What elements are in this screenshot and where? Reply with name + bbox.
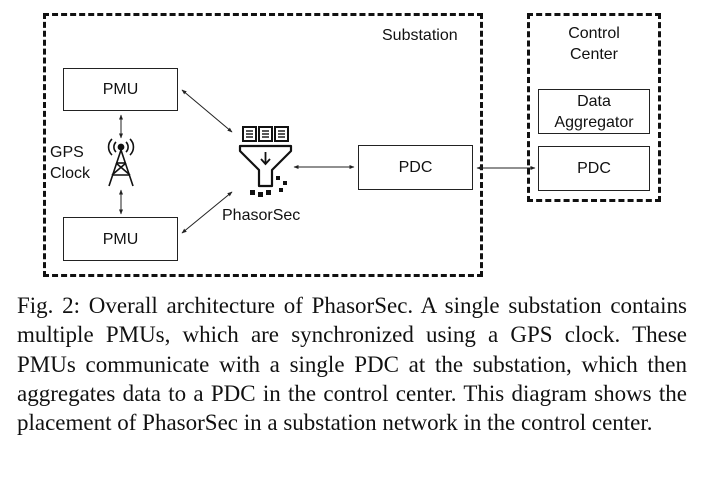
phasorsec-funnel-icon bbox=[238, 126, 293, 197]
arrow-pmu-bottom-to-phasorsec bbox=[181, 191, 233, 234]
pmu-top-box: PMU bbox=[63, 68, 178, 111]
arrow-pmu-top-to-phasorsec bbox=[181, 89, 233, 133]
diagram-connectors bbox=[107, 89, 536, 234]
pdc-substation-box: PDC bbox=[358, 145, 473, 190]
gps-clock-label: GPS Clock bbox=[50, 144, 91, 182]
gps-tower-icon bbox=[107, 138, 135, 187]
substation-container bbox=[43, 13, 483, 277]
phasorsec-label: PhasorSec bbox=[222, 207, 301, 224]
control-center-container bbox=[527, 13, 661, 202]
pdc-control-box: PDC bbox=[538, 146, 650, 191]
control-center-label: Control Center bbox=[568, 25, 620, 63]
pmu-bottom-box: PMU bbox=[63, 217, 178, 261]
data-aggregator-box: Data Aggregator bbox=[538, 89, 650, 134]
substation-label: Substation bbox=[382, 27, 458, 44]
figure-caption: Fig. 2: Overall architecture of PhasorSe… bbox=[17, 293, 687, 436]
